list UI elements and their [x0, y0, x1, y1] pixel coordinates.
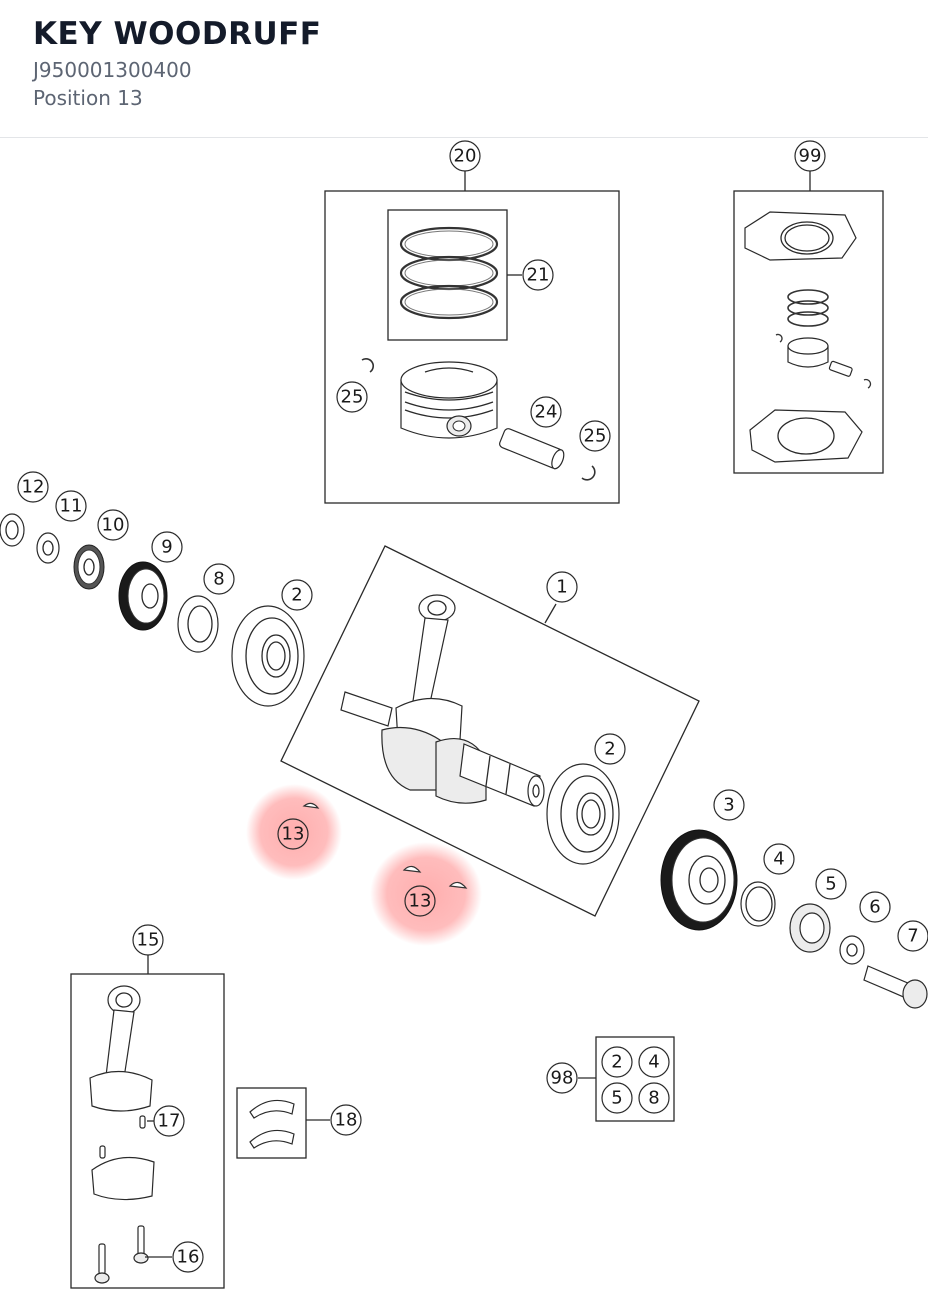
callout-98[interactable]: 98: [546, 1062, 578, 1094]
callout-8[interactable]: 8: [203, 563, 235, 595]
callout-13-second[interactable]: 13: [404, 885, 436, 917]
kit-item-4[interactable]: 4: [638, 1046, 670, 1078]
callout-9[interactable]: 9: [151, 531, 183, 563]
washer-11: [36, 532, 60, 564]
svg-text:2: 2: [611, 1052, 622, 1073]
crankshaft-group: [280, 545, 700, 917]
kit-item-8[interactable]: 8: [638, 1082, 670, 1114]
callout-17[interactable]: 17: [153, 1105, 185, 1137]
svg-text:5: 5: [611, 1088, 622, 1109]
svg-text:18: 18: [335, 1110, 358, 1131]
kit-item-2[interactable]: 2: [601, 1046, 633, 1078]
piston: [400, 361, 498, 439]
callout-12[interactable]: 12: [17, 471, 49, 503]
callout-6[interactable]: 6: [859, 891, 891, 923]
callout-25-right[interactable]: 25: [579, 420, 611, 452]
gear-9: [118, 561, 168, 631]
washer-4: [740, 881, 776, 927]
callout-18[interactable]: 18: [330, 1104, 362, 1136]
nut: [0, 513, 25, 547]
svg-text:10: 10: [102, 515, 125, 536]
callout-5[interactable]: 5: [815, 868, 847, 900]
circlip-right: [581, 465, 596, 481]
callout-2-right[interactable]: 2: [594, 733, 626, 765]
svg-text:5: 5: [825, 874, 836, 895]
ball-bearing-right: [546, 763, 620, 865]
gear-10: [73, 544, 105, 590]
callout-4[interactable]: 4: [763, 843, 795, 875]
callout-24[interactable]: 24: [530, 396, 562, 428]
svg-text:12: 12: [22, 477, 45, 498]
svg-text:20: 20: [454, 146, 477, 167]
callout-1[interactable]: 1: [546, 571, 578, 603]
part-title: KEY WOODRUFF: [33, 16, 322, 52]
svg-text:8: 8: [213, 569, 224, 590]
svg-text:7: 7: [907, 926, 918, 947]
svg-text:6: 6: [869, 897, 880, 918]
callout-20[interactable]: 20: [449, 140, 481, 172]
svg-text:25: 25: [584, 426, 607, 447]
callout-7[interactable]: 7: [897, 920, 928, 952]
kit-item-5[interactable]: 5: [601, 1082, 633, 1114]
svg-text:98: 98: [551, 1068, 574, 1089]
callout-2-left[interactable]: 2: [281, 579, 313, 611]
callout-21[interactable]: 21: [522, 259, 554, 291]
part-number: J950001300400: [33, 58, 192, 82]
woodruff-key-highlight-2[interactable]: [370, 842, 482, 946]
ball-bearing-left: [231, 605, 305, 707]
header: KEY WOODRUFF J950001300400 Position 13: [0, 0, 928, 138]
circlip-left: [361, 357, 374, 373]
svg-text:9: 9: [161, 537, 172, 558]
crankshaft-conrod: [395, 594, 463, 748]
callout-25-left[interactable]: 25: [336, 381, 368, 413]
svg-text:8: 8: [648, 1088, 659, 1109]
svg-text:15: 15: [137, 930, 160, 951]
svg-text:99: 99: [799, 146, 822, 167]
svg-text:24: 24: [535, 402, 558, 423]
piston-group: [324, 171, 620, 504]
shaft-seal-8: [177, 595, 219, 653]
piston-rings: [399, 226, 499, 320]
callout-10[interactable]: 10: [97, 509, 129, 541]
svg-text:4: 4: [648, 1052, 659, 1073]
svg-text:21: 21: [527, 265, 550, 286]
gasket-set-group: [733, 171, 884, 474]
callout-13-first[interactable]: 13: [277, 818, 309, 850]
bearing-shells-group: [236, 1087, 330, 1159]
svg-text:17: 17: [158, 1111, 181, 1132]
svg-text:11: 11: [60, 496, 83, 517]
svg-text:1: 1: [556, 577, 567, 598]
svg-text:13: 13: [282, 824, 305, 845]
callout-15[interactable]: 15: [132, 924, 164, 956]
woodruff-key-highlight-1[interactable]: [246, 784, 342, 880]
svg-text:2: 2: [291, 585, 302, 606]
conrod-group: [70, 955, 225, 1289]
callout-99[interactable]: 99: [794, 140, 826, 172]
svg-text:2: 2: [604, 739, 615, 760]
svg-text:3: 3: [723, 795, 734, 816]
repair-kit-group: [578, 1036, 675, 1122]
svg-text:13: 13: [409, 891, 432, 912]
piston-pin: [499, 428, 565, 470]
washer-6: [839, 935, 865, 965]
svg-text:16: 16: [177, 1247, 200, 1268]
svg-text:25: 25: [341, 387, 364, 408]
gear-3: [660, 829, 738, 931]
bolt-7: [863, 965, 928, 1009]
callout-3[interactable]: 3: [713, 789, 745, 821]
lock-nut-5: [789, 903, 831, 953]
callout-11[interactable]: 11: [55, 490, 87, 522]
part-position: Position 13: [33, 86, 143, 110]
callout-16[interactable]: 16: [172, 1241, 204, 1273]
svg-text:4: 4: [773, 849, 784, 870]
